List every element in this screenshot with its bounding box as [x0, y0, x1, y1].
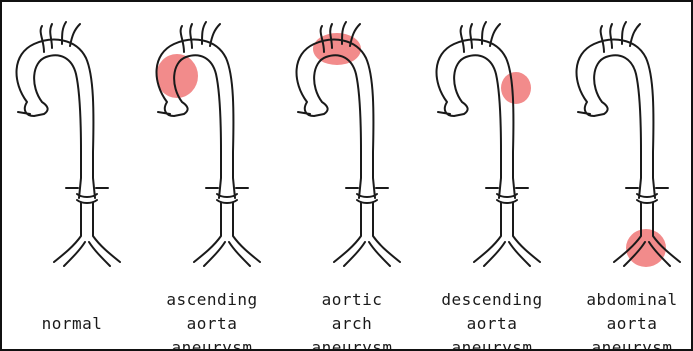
- caption-abdominal-aorta-aneurysm: abdominal aorta aneurysm: [562, 288, 693, 351]
- caption-line: aorta: [562, 312, 693, 336]
- caption-descending-aorta-aneurysm: descending aorta aneurysm: [422, 288, 562, 351]
- caption-line: aorta: [422, 312, 562, 336]
- caption-line: aneurysm: [422, 336, 562, 351]
- caption-line: abdominal: [562, 288, 693, 312]
- caption-line: arch: [282, 312, 422, 336]
- caption-line: aneurysm: [282, 336, 422, 351]
- panel-normal: normal: [2, 2, 142, 351]
- caption-line: aortic: [282, 288, 422, 312]
- caption-aortic-arch-aneurysm: aortic arch aneurysm: [282, 288, 422, 351]
- caption-line: aneurysm: [142, 336, 282, 351]
- caption-line: aneurysm: [562, 336, 693, 351]
- caption-line: ascending: [142, 288, 282, 312]
- caption-line: aorta: [142, 312, 282, 336]
- caption-line: descending: [422, 288, 562, 312]
- panel-abdominal: abdominal aorta aneurysm: [562, 2, 693, 351]
- panel-descending: descending aorta aneurysm: [422, 2, 562, 351]
- caption-normal: normal: [2, 312, 142, 336]
- caption-ascending-aorta-aneurysm: ascending aorta aneurysm: [142, 288, 282, 351]
- panel-arch: aortic arch aneurysm: [282, 2, 422, 351]
- panel-ascending: ascending aorta aneurysm: [142, 2, 282, 351]
- caption-line: normal: [2, 312, 142, 336]
